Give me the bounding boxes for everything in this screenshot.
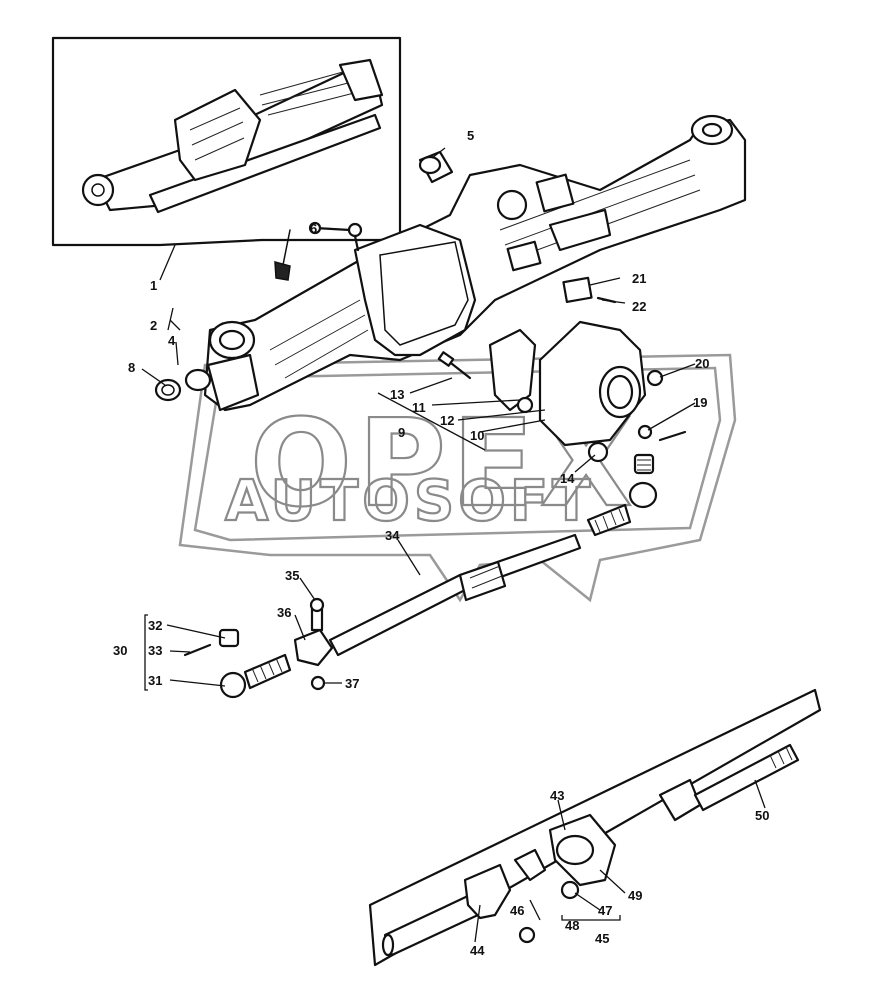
callout-21: 21	[632, 271, 646, 286]
callout-34: 34	[385, 528, 400, 543]
callout-14: 14	[560, 471, 575, 486]
callout-35: 35	[285, 568, 299, 583]
assembled-axle-inset	[51, 36, 402, 247]
callout-8: 8	[128, 360, 135, 375]
tie-rod-assembly	[183, 453, 658, 699]
callout-31: 31	[148, 673, 162, 688]
steering-knuckle-group	[437, 320, 687, 463]
callout-5: 5	[467, 128, 474, 143]
callout-10: 10	[470, 428, 484, 443]
leader-lines	[141, 147, 766, 943]
callout-30: 30	[113, 643, 127, 658]
callout-22: 22	[632, 299, 646, 314]
callout-2: 2	[150, 318, 157, 333]
axle-housing	[203, 114, 747, 412]
callout-33: 33	[148, 643, 162, 658]
callout-13: 13	[390, 387, 404, 402]
callout-6: 6	[310, 221, 317, 236]
callout-45: 45	[595, 931, 609, 946]
callout-36: 36	[277, 605, 291, 620]
callout-43: 43	[550, 788, 564, 803]
callout-12: 12	[440, 413, 454, 428]
callout-44: 44	[470, 943, 485, 958]
watermark-brand-text: AUTOSOFT	[225, 469, 594, 534]
callout-labels: 1 5 6 2 4 8 21 22 20 19 13 11 12 9 10 14…	[113, 128, 769, 958]
callout-37: 37	[345, 676, 359, 691]
callout-4: 4	[168, 333, 176, 348]
callout-32: 32	[148, 618, 162, 633]
housing-small-parts	[154, 150, 617, 402]
callout-19: 19	[693, 395, 707, 410]
callout-1: 1	[150, 278, 157, 293]
callout-48: 48	[565, 918, 579, 933]
callout-9: 9	[398, 425, 405, 440]
callout-46: 46	[510, 903, 524, 918]
callout-11: 11	[412, 400, 426, 415]
callout-20: 20	[695, 356, 709, 371]
callout-47: 47	[598, 903, 612, 918]
drive-shaft-assembly	[368, 688, 822, 967]
callout-50: 50	[755, 808, 769, 823]
callout-49: 49	[628, 888, 642, 903]
